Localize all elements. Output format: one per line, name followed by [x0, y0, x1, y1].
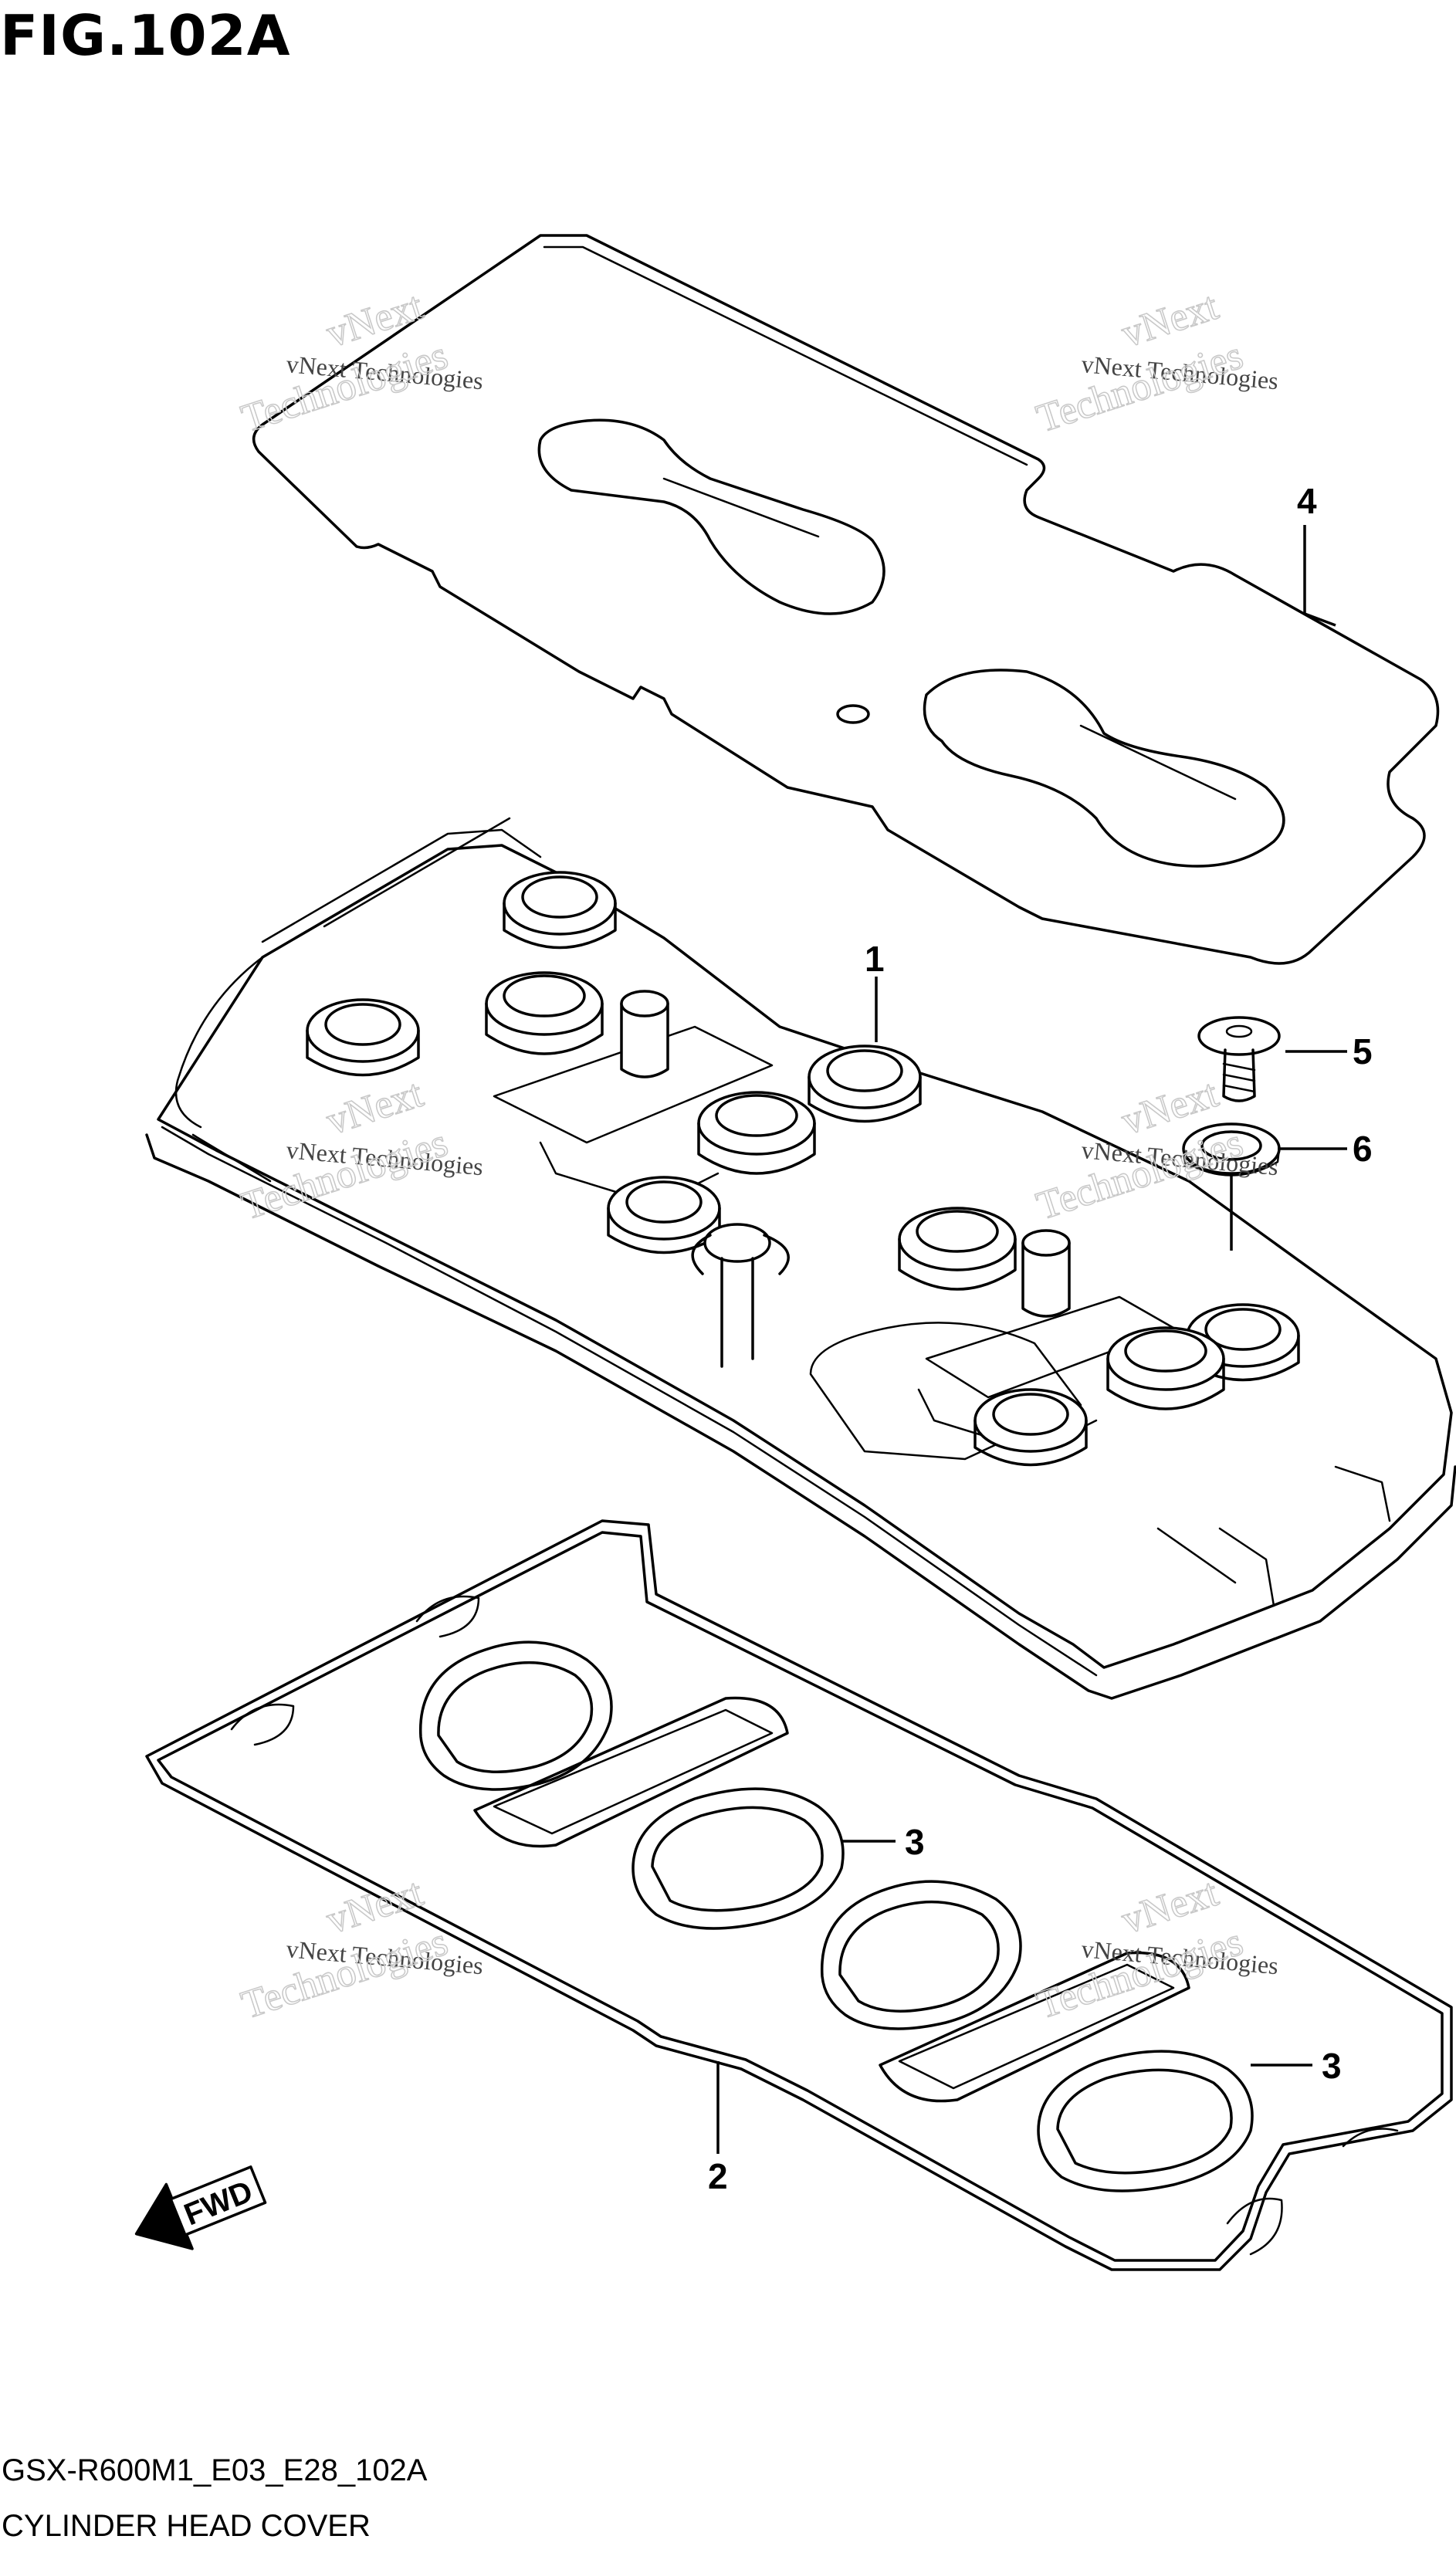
- callout-3-rear: 3: [1322, 2046, 1342, 2086]
- figure-title: FIG.102A: [0, 3, 291, 68]
- heat-shield-plate[interactable]: [252, 234, 1440, 965]
- forward-direction-arrow: FWD: [134, 2165, 267, 2250]
- camshaft-journal-boss: [485, 971, 604, 1055]
- figure-caption: CYLINDER HEAD COVER: [2, 2509, 371, 2543]
- callout-labels: 1 2 3 3 4 5 6: [708, 481, 1373, 2196]
- figure-code: GSX-R600M1_E03_E28_102A: [2, 2453, 428, 2487]
- watermark: vNext Technologies vNext Technologies vN…: [235, 283, 1279, 2028]
- callout-3-front: 3: [905, 1822, 925, 1862]
- leader-lines: [716, 525, 1347, 2154]
- plug-hole-gasket[interactable]: [820, 1880, 1254, 2192]
- callout-6: 6: [1353, 1129, 1373, 1169]
- callout-5: 5: [1353, 1031, 1373, 1072]
- camshaft-journal-boss: [808, 1044, 922, 1123]
- breather-pipe: [1021, 1229, 1071, 1318]
- spark-plug-boss: [1106, 1326, 1225, 1410]
- callout-1: 1: [865, 939, 885, 979]
- plug-hole-gasket[interactable]: [418, 1640, 845, 1930]
- spark-plug-boss: [503, 871, 617, 950]
- spark-plug-boss: [697, 1091, 816, 1175]
- sensor-fitting: [691, 1223, 790, 1368]
- callout-4: 4: [1297, 481, 1317, 521]
- callout-2: 2: [708, 2156, 728, 2196]
- camshaft-journal-boss: [973, 1388, 1088, 1467]
- spark-plug-boss: [306, 998, 420, 1077]
- cover-bolt[interactable]: [1197, 1016, 1281, 1102]
- cylinder-head-cover[interactable]: [145, 817, 1456, 1700]
- spark-plug-boss: [898, 1207, 1017, 1291]
- breather-pipe: [620, 990, 669, 1078]
- cover-gasket[interactable]: [145, 1519, 1453, 2271]
- camshaft-journal-boss: [607, 1176, 721, 1254]
